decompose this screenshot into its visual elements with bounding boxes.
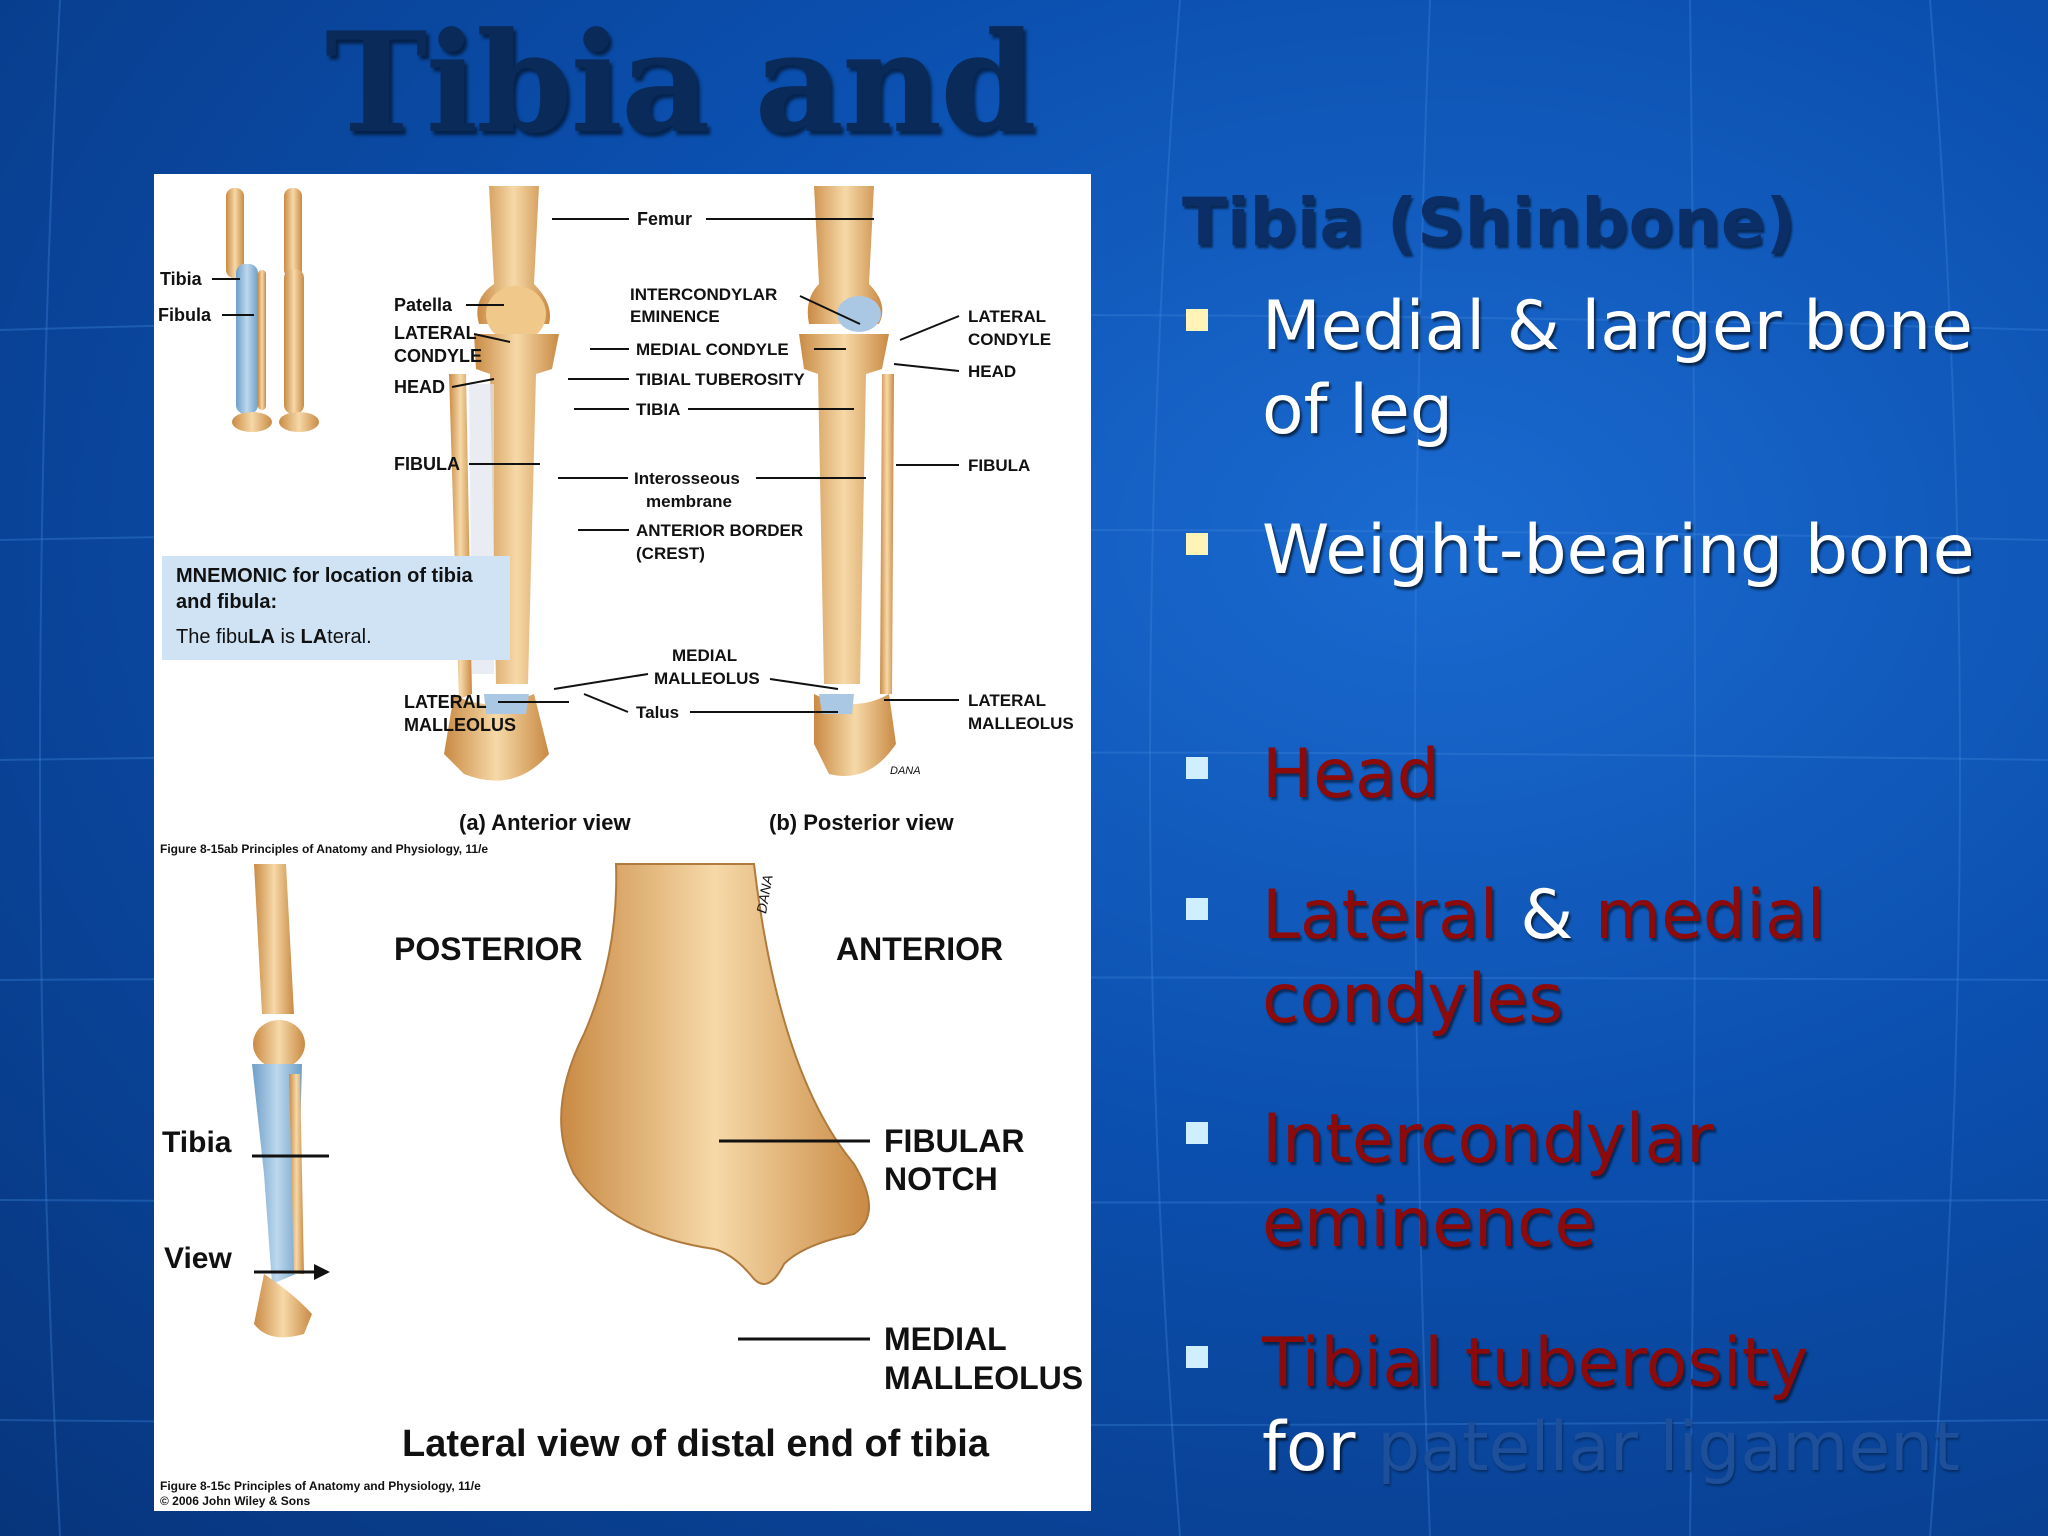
label-posterior-fibula: FIBULA — [968, 456, 1030, 475]
svg-text:CONDYLE: CONDYLE — [968, 330, 1051, 349]
mnemonic-line3: The fibuLA is LAteral. — [176, 626, 372, 648]
posterior-view-bones — [799, 186, 896, 776]
label-tibial-tuberosity: TIBIAL TUBEROSITY — [636, 370, 805, 389]
caption-posterior-view: (b) Posterior view — [769, 810, 954, 835]
slide-title: Tibia and — [325, 1, 1037, 164]
svg-text:EMINENCE: EMINENCE — [630, 307, 720, 326]
label-lower-medial-malleolus: MEDIAL — [884, 1321, 1007, 1357]
bullet-square-icon — [1186, 1122, 1208, 1144]
label-anterior-side: ANTERIOR — [836, 931, 1003, 967]
bullet-square-icon — [1186, 757, 1208, 779]
label-interosseous-membrane: Interosseous — [634, 469, 740, 488]
credit-c1: Figure 8-15c Principles of Anatomy and P… — [160, 1479, 481, 1493]
lower-tibia-label: Tibia — [162, 1126, 232, 1159]
label-anterior-border: ANTERIOR BORDER — [636, 521, 803, 540]
lower-artist-signature: DANA — [753, 873, 776, 914]
mnemonic-box — [162, 556, 510, 660]
bullet-2-text: Weight-bearing bone — [1262, 511, 1975, 590]
bullet-5-text: Intercondylar eminence — [1262, 1100, 1715, 1263]
svg-text:MALLEOLUS: MALLEOLUS — [404, 715, 516, 735]
label-posterior-lateral-condyle: LATERAL — [968, 307, 1046, 326]
credit-ab: Figure 8-15ab Principles of Anatomy and … — [160, 842, 488, 856]
small-tibia-label: Tibia — [160, 269, 203, 289]
svg-text:MALLEOLUS: MALLEOLUS — [884, 1360, 1083, 1396]
bullet-square-icon — [1186, 309, 1208, 331]
mnemonic-line1: MNEMONIC for location of tibia — [176, 565, 474, 587]
label-medial-condyle: MEDIAL CONDYLE — [636, 340, 789, 359]
bullet-square-icon — [1186, 898, 1208, 920]
subheading: Tibia (Shinbone) — [1182, 184, 1796, 261]
svg-text:NOTCH: NOTCH — [884, 1161, 998, 1197]
caption-lateral-view: Lateral view of distal end of tibia — [402, 1423, 990, 1465]
bullet-1-text: Medial & larger bone of leg — [1262, 287, 1973, 450]
label-posterior-side: POSTERIOR — [394, 931, 582, 967]
mnemonic-line2: and fibula: — [176, 591, 277, 613]
bullet-4-text: Lateral & medial condyles — [1262, 874, 2022, 1042]
label-talus: Talus — [636, 703, 679, 722]
credit-c2: © 2006 John Wiley & Sons — [160, 1494, 310, 1508]
label-medial-malleolus: MEDIAL — [672, 646, 737, 665]
lower-view-label: View — [164, 1242, 232, 1275]
label-lateral-malleolus: LATERAL — [404, 692, 487, 712]
label-fibula: FIBULA — [394, 454, 460, 474]
bullet-4-term-medial: medial condyles — [1262, 876, 1826, 1039]
bullet-6-term-tuberosity: Tibial tuberosity — [1262, 1324, 1809, 1403]
svg-text:CONDYLE: CONDYLE — [394, 346, 482, 366]
label-lateral-condyle: LATERAL — [394, 323, 477, 343]
svg-text:membrane: membrane — [646, 492, 732, 511]
svg-text:MALLEOLUS: MALLEOLUS — [654, 669, 760, 688]
small-fibula-label: Fibula — [158, 305, 212, 325]
anatomy-figure: Tibia Fibula Femur Patella LA — [154, 174, 1091, 1511]
bullet-4-joiner: & — [1498, 876, 1595, 955]
bullet-6-for: for — [1262, 1408, 1378, 1487]
bullet-3-text: Head — [1262, 735, 1440, 814]
bullet-6-term-patellar-ligament: patellar ligament — [1377, 1408, 1960, 1487]
label-intercondylar-eminence: INTERCONDYLAR — [630, 285, 777, 304]
svg-text:MALLEOLUS: MALLEOLUS — [968, 714, 1074, 733]
svg-text:(CREST): (CREST) — [636, 544, 705, 563]
lower-leg-diagram — [252, 864, 312, 1338]
label-posterior-lateral-malleolus: LATERAL — [968, 691, 1046, 710]
small-legs-diagram — [226, 188, 319, 432]
bullet-4-term-lateral: Lateral — [1262, 876, 1499, 955]
label-head: HEAD — [394, 377, 445, 397]
label-posterior-head: HEAD — [968, 362, 1016, 381]
label-fibular-notch: FIBULAR — [884, 1123, 1024, 1159]
label-patella: Patella — [394, 295, 453, 315]
label-tibia: TIBIA — [636, 400, 680, 419]
bullet-square-icon — [1186, 1346, 1208, 1368]
artist-signature: DANA — [890, 765, 921, 777]
tibia-fibula-illustration: Tibia Fibula Femur Patella LA — [158, 186, 1083, 1508]
distal-tibia-bone — [560, 863, 870, 1285]
label-femur: Femur — [637, 209, 692, 229]
bullet-square-icon — [1186, 533, 1208, 555]
caption-anterior-view: (a) Anterior view — [459, 810, 631, 835]
